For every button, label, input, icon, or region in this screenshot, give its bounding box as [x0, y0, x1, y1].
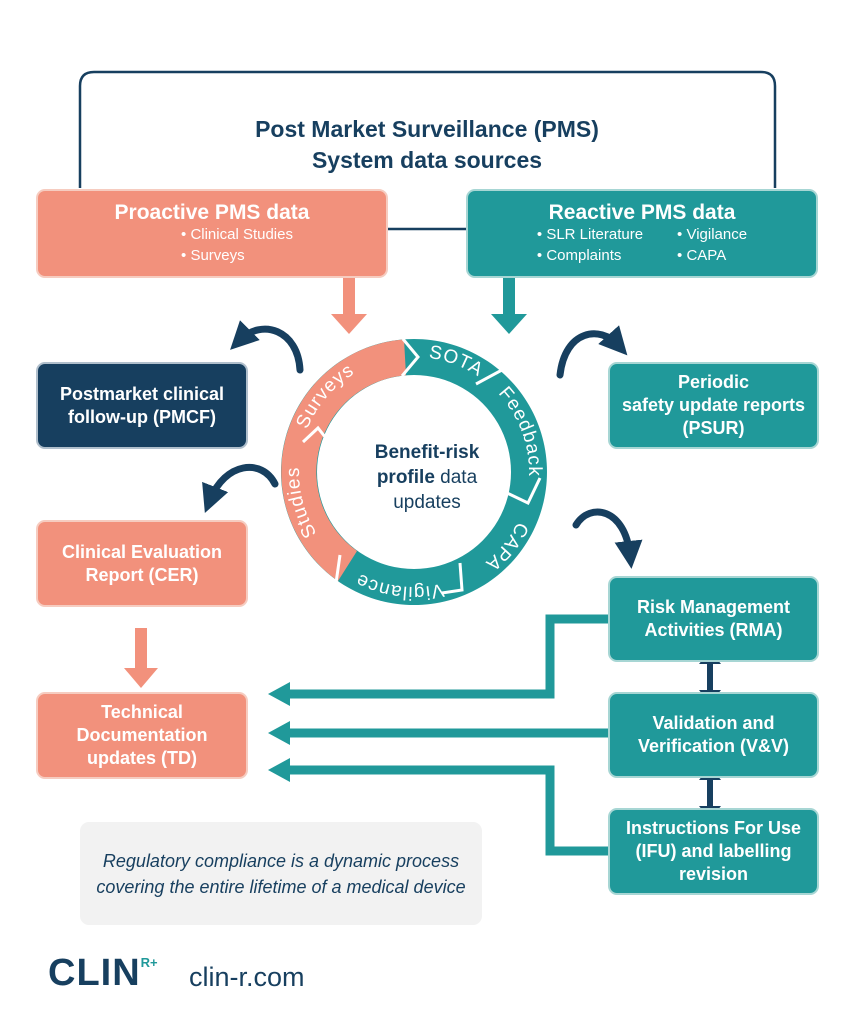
quote-box: Regulatory compliance is a dynamic proce… — [80, 822, 482, 925]
psur-line: (PSUR) — [682, 418, 745, 438]
diagram-title: Post Market Surveillance (PMS) System da… — [120, 114, 734, 176]
reactive-item: Complaints — [537, 245, 643, 266]
psur-line: Periodic — [677, 372, 750, 392]
clinr-logo: CLINR+ — [48, 952, 158, 995]
title-line-2: System data sources — [311, 147, 543, 173]
td-box: Technical Documentation updates (TD) — [36, 692, 248, 779]
reactive-item: CAPA — [677, 245, 747, 266]
cer-line: Report (CER) — [85, 564, 199, 585]
vv-box: Validation and Verification (V&V) — [608, 692, 819, 778]
cer-line: Clinical Evaluation — [61, 541, 223, 562]
reactive-pms-box: Reactive PMS data SLR Literature Complai… — [466, 189, 818, 278]
curved-arrow-rma — [572, 508, 643, 569]
logo-superscript: R+ — [140, 955, 158, 970]
reactive-title: Reactive PMS data — [548, 201, 736, 224]
arrowhead-td-2 — [268, 721, 290, 745]
psur-box: Periodic safety update reports (PSUR) — [608, 362, 819, 449]
proactive-down-arrow — [331, 278, 367, 334]
rma-line: Activities (RMA) — [644, 620, 783, 640]
proactive-title: Proactive PMS data — [114, 201, 310, 224]
td-line: Technical — [101, 702, 183, 722]
proactive-list: Clinical Studies Surveys — [181, 224, 293, 266]
quote-text: Regulatory compliance is a dynamic proce… — [96, 850, 466, 897]
cycle-center-text: Benefit-risk profile data updates — [342, 440, 512, 515]
title-line-1: Post Market Surveillance (PMS) — [255, 116, 599, 142]
curved-arrow-psur — [556, 325, 628, 379]
arrowhead-td-1 — [268, 682, 290, 706]
proactive-item: Surveys — [181, 245, 293, 266]
proactive-pms-box: Proactive PMS data Clinical Studies Surv… — [36, 189, 388, 278]
reactive-item: SLR Literature — [537, 224, 643, 245]
ifu-line: Instructions For Use — [625, 818, 802, 838]
rma-to-td-line — [285, 614, 612, 699]
pmcf-line: Postmarket clinical — [59, 383, 225, 404]
center-bold-2: profile — [376, 467, 435, 488]
pmcf-box: Postmarket clinical follow-up (PMCF) — [36, 362, 248, 449]
reactive-list: SLR Literature Complaints Vigilance CAPA — [537, 224, 747, 266]
vv-line: Validation and — [652, 713, 775, 733]
vv-line: Verification (V&V) — [637, 736, 790, 756]
rma-box: Risk Management Activities (RMA) — [608, 576, 819, 662]
arrowhead-td-3 — [268, 758, 290, 782]
reactive-item: Vigilance — [677, 224, 747, 245]
curved-arrow-pmcf — [230, 320, 304, 374]
ifu-line: revision — [678, 864, 749, 884]
cer-box: Clinical Evaluation Report (CER) — [36, 520, 248, 607]
reactive-down-arrow — [491, 278, 527, 334]
reactive-list-right: Vigilance CAPA — [677, 224, 747, 266]
proactive-item: Clinical Studies — [181, 224, 293, 245]
td-line: updates (TD) — [87, 748, 197, 768]
rma-line: Risk Management — [636, 597, 791, 617]
curved-arrow-cer — [202, 464, 279, 514]
ifu-to-td-line — [285, 765, 612, 856]
center-normal-1: data — [434, 467, 478, 488]
ifu-line: (IFU) and labelling — [635, 841, 792, 861]
center-normal-2: updates — [393, 492, 461, 513]
title-frame — [78, 70, 777, 188]
cer-to-td-arrow — [124, 628, 158, 688]
logo-text: CLIN — [48, 952, 141, 994]
psur-line: safety update reports — [621, 395, 806, 415]
td-line: Documentation — [76, 725, 208, 745]
ifu-box: Instructions For Use (IFU) and labelling… — [608, 808, 819, 895]
center-bold-1: Benefit-risk — [374, 442, 480, 463]
website-text: clin-r.com — [189, 962, 305, 992]
pmcf-line: follow-up (PMCF) — [68, 406, 216, 427]
reactive-list-left: SLR Literature Complaints — [537, 224, 643, 266]
